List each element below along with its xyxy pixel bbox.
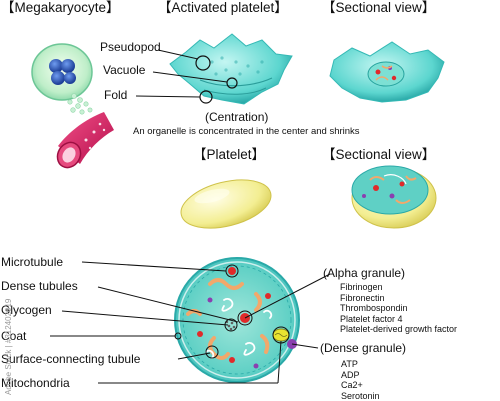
- heading-sectional-view-bottom: 【Sectional view】: [322, 147, 436, 162]
- centration-description: An organelle is concentrated in the cent…: [133, 126, 360, 137]
- resting-platelet-illustration: [180, 179, 272, 229]
- label-mitochondria: Mitochondria: [1, 376, 70, 390]
- alpha-granule-item: Fibrinogen: [340, 282, 383, 292]
- alpha-granule-item: Platelet-derived growth factor: [340, 324, 458, 334]
- megakaryocyte-illustration: [31, 43, 93, 115]
- alpha-granule-item: Platelet factor 4: [340, 313, 403, 324]
- centration-title: (Centration): [205, 110, 269, 124]
- dense-granule-title: (Dense granule): [320, 341, 407, 355]
- heading-activated-platelet: 【Activated platelet】: [158, 0, 288, 15]
- alpha-granule-item: Fibronectin: [340, 292, 385, 303]
- dense-granule-list: ATP ADP Ca2+ Serotonin: [341, 359, 380, 401]
- heading-sectional-view-top: 【Sectional view】: [322, 0, 436, 15]
- label-microtubule: Microtubule: [1, 255, 64, 269]
- label-coat: Coat: [1, 329, 27, 343]
- activated-sectional-illustration: [329, 41, 445, 103]
- resting-sectional-illustration: [351, 165, 437, 229]
- blood-vessel-illustration: [56, 112, 114, 169]
- label-fold: Fold: [104, 88, 128, 102]
- stock-watermark: Adobe Stock | #312402019: [4, 298, 13, 395]
- activated-platelet-illustration: [135, 33, 293, 105]
- heading-platelet: 【Platelet】: [193, 147, 266, 162]
- dense-granule-item: Ca2+: [341, 380, 363, 390]
- label-vacuole: Vacuole: [103, 63, 146, 77]
- alpha-granule-list: Fibrinogen Fibronectin Thrombospondin Pl…: [340, 282, 457, 335]
- label-pseudopod: Pseudopod: [100, 40, 161, 54]
- dense-granule-item: Serotonin: [341, 390, 380, 401]
- platelet-structure-illustration: [174, 257, 300, 383]
- dense-granule-item: ADP: [341, 369, 360, 380]
- alpha-granule-title: (Alpha granule): [323, 266, 406, 280]
- label-surface-connecting-tubule: Surface-connecting tubule: [1, 352, 141, 366]
- heading-megakaryocyte: 【Megakaryocyte】: [1, 0, 120, 15]
- label-glycogen: Glycogen: [1, 303, 52, 317]
- label-dense-tubules: Dense tubules: [1, 279, 78, 293]
- alpha-granule-item: Thrombospondin: [340, 303, 408, 313]
- structure-leader-lines: [50, 261, 331, 384]
- dense-granule-item: ATP: [341, 359, 358, 369]
